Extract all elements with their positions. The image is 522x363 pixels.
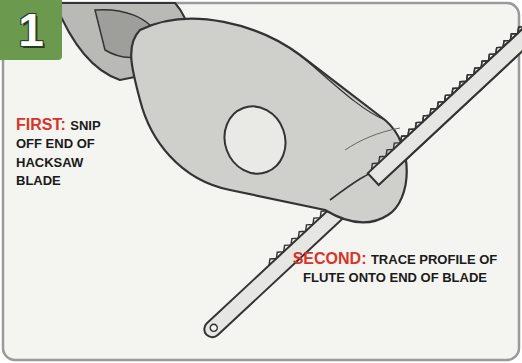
step-heading: FIRST: bbox=[16, 116, 66, 133]
panel-frame bbox=[3, 3, 519, 360]
jaw-body bbox=[131, 19, 407, 223]
instruction-first: FIRST: SNIP OFF END OF HACKSAW BLADE bbox=[16, 116, 124, 190]
instruction-second: SECOND: TRACE PROFILE OF FLUTE ONTO END … bbox=[288, 250, 502, 287]
step-heading: SECOND: bbox=[293, 250, 367, 267]
step-number-box: 1 bbox=[0, 0, 62, 60]
step-number: 1 bbox=[18, 7, 44, 53]
jaw-hole bbox=[215, 98, 295, 182]
